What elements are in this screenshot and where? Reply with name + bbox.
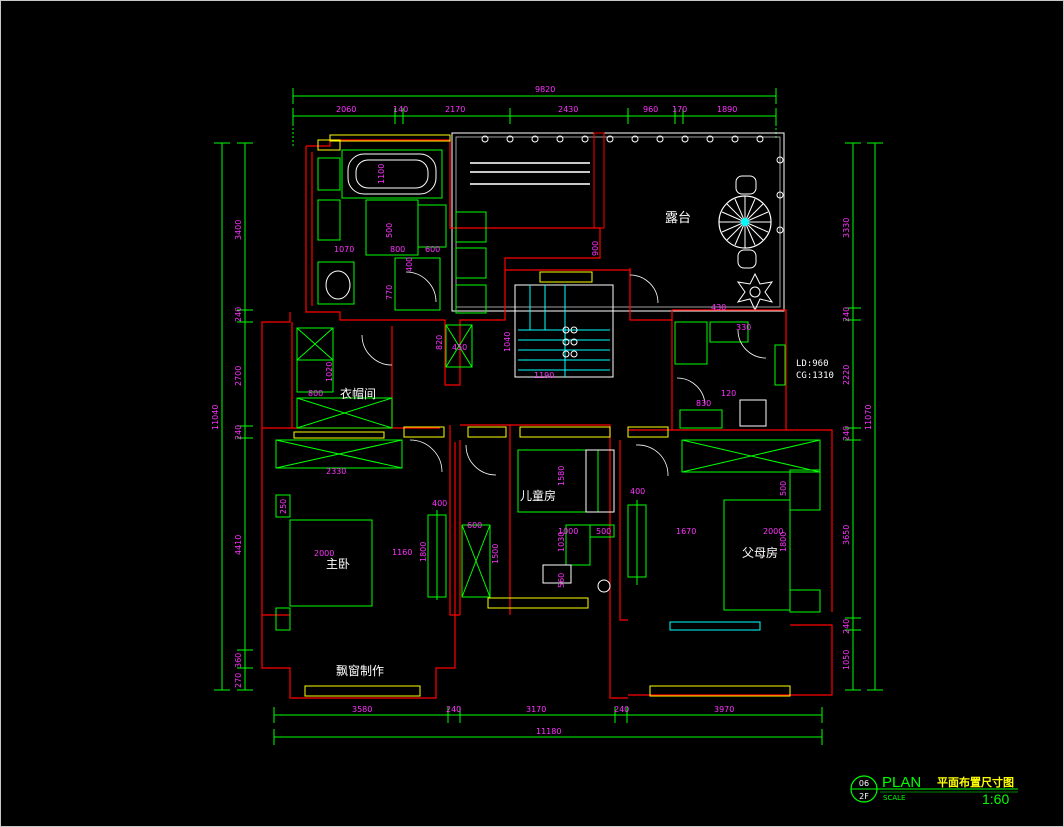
dimension-labels: 9820 2060 140 2170 2430 960 170 1890 358… xyxy=(211,85,873,736)
inner-dim: 120 xyxy=(721,389,736,398)
title-floor: 2F xyxy=(859,792,869,801)
dim-left-5: 4410 xyxy=(234,535,243,555)
walls xyxy=(261,139,833,699)
dim-top-6: 170 xyxy=(672,105,687,114)
inner-dim: 600 xyxy=(467,521,482,530)
dim-top-4: 2430 xyxy=(558,105,578,114)
title-scale: 1:60 xyxy=(982,791,1009,807)
dim-right-6: 240 xyxy=(842,619,851,634)
inner-dim: 400 xyxy=(405,257,414,272)
inner-dim: 1000 xyxy=(558,527,578,536)
inner-dim: 900 xyxy=(591,241,600,256)
furniture xyxy=(275,149,821,631)
title-plan: PLAN xyxy=(882,774,921,791)
inner-dim: 1160 xyxy=(392,548,412,557)
inner-dim: 2000 xyxy=(763,527,783,536)
dim-top-total: 9820 xyxy=(535,85,555,94)
inner-dim: 770 xyxy=(385,285,394,300)
note-cg: CG:1310 xyxy=(796,371,834,381)
dim-right-5: 3650 xyxy=(842,525,851,545)
room-label-master-bedroom: 主卧 xyxy=(326,557,350,571)
inner-dim: 500 xyxy=(596,527,611,536)
inner-dim: 1580 xyxy=(557,466,566,486)
dim-right-7: 1050 xyxy=(842,650,851,670)
dim-left-3: 2700 xyxy=(234,366,243,386)
dim-bottom-2: 240 xyxy=(446,705,461,714)
inner-dim: 1800 xyxy=(419,542,428,562)
inner-dim: 1800 xyxy=(779,532,788,552)
inner-dim: 1070 xyxy=(334,245,354,254)
dim-left-4: 240 xyxy=(234,425,243,440)
inner-dim: 500 xyxy=(385,223,394,238)
dim-left-total: 11040 xyxy=(211,405,220,430)
inner-dim: 1100 xyxy=(377,164,386,184)
inner-dim: 2330 xyxy=(326,467,346,476)
inner-dim: 830 xyxy=(696,399,711,408)
inner-dim: 1190 xyxy=(534,371,554,380)
title-number: 06 xyxy=(859,779,869,788)
room-label-parents-room: 父母房 xyxy=(742,545,778,560)
dim-right-4: 240 xyxy=(842,426,851,441)
inner-dim: 820 xyxy=(435,335,444,350)
title-scale-label: SCALE xyxy=(883,794,905,802)
room-label-terrace: 露台 xyxy=(665,211,691,226)
dimension-lines xyxy=(214,88,883,745)
inner-dim: 430 xyxy=(711,303,726,312)
room-label-bay-window: 飘窗制作 xyxy=(336,664,384,678)
note-ld: LD:960 xyxy=(796,359,829,369)
inner-dim: 600 xyxy=(425,245,440,254)
room-label-kids-room: 儿童房 xyxy=(520,488,556,503)
dim-bottom-5: 3970 xyxy=(714,705,734,714)
inner-dim: 800 xyxy=(308,389,323,398)
room-label-cloakroom: 衣帽间 xyxy=(340,386,376,401)
dim-top-3: 2170 xyxy=(445,105,465,114)
inner-dim: 2000 xyxy=(314,549,334,558)
inner-dim: 450 xyxy=(452,343,467,352)
dim-right-total: 11070 xyxy=(864,405,873,430)
notes: LD:960 CG:1310 xyxy=(796,359,834,381)
inner-dim: 1670 xyxy=(676,527,696,536)
inner-dim: 1030 xyxy=(557,532,566,552)
inner-dim: 1500 xyxy=(491,544,500,564)
dim-right-1: 3330 xyxy=(842,218,851,238)
dim-top-5: 960 xyxy=(643,105,658,114)
inner-dim: 1020 xyxy=(325,362,334,382)
dim-left-1: 3400 xyxy=(234,220,243,240)
terrace-area xyxy=(451,132,785,312)
inner-dim: 500 xyxy=(779,481,788,496)
inner-dim: 1040 xyxy=(503,332,512,352)
dim-right-3: 2220 xyxy=(842,365,851,385)
inner-dim: 560 xyxy=(557,573,566,588)
dim-bottom-1: 3580 xyxy=(352,705,372,714)
inner-dim: 330 xyxy=(736,323,751,332)
dim-top-1: 2060 xyxy=(336,105,356,114)
room-labels: 露台 衣帽间 儿童房 主卧 父母房 飘窗制作 xyxy=(326,211,778,678)
dim-bottom-4: 240 xyxy=(614,705,629,714)
dim-top-7: 1890 xyxy=(717,105,737,114)
dim-bottom-3: 3170 xyxy=(526,705,546,714)
staircase xyxy=(518,285,610,377)
dim-left-6: 360 xyxy=(234,653,243,668)
windows xyxy=(293,134,791,697)
inner-dim: 400 xyxy=(432,499,447,508)
dim-bottom-total: 11180 xyxy=(536,727,561,736)
dim-top-2: 140 xyxy=(393,105,408,114)
title-block: 06 2F PLAN 平面布置尺寸图 SCALE 1:60 xyxy=(850,774,1018,807)
doors xyxy=(361,271,767,477)
dim-left-2: 240 xyxy=(234,307,243,322)
inner-dim: 800 xyxy=(390,245,405,254)
dim-left-7: 270 xyxy=(234,673,243,688)
inner-dim: 250 xyxy=(279,499,288,514)
title-text: 平面布置尺寸图 xyxy=(937,775,1014,789)
inner-dim: 400 xyxy=(630,487,645,496)
dim-right-2: 240 xyxy=(842,307,851,322)
